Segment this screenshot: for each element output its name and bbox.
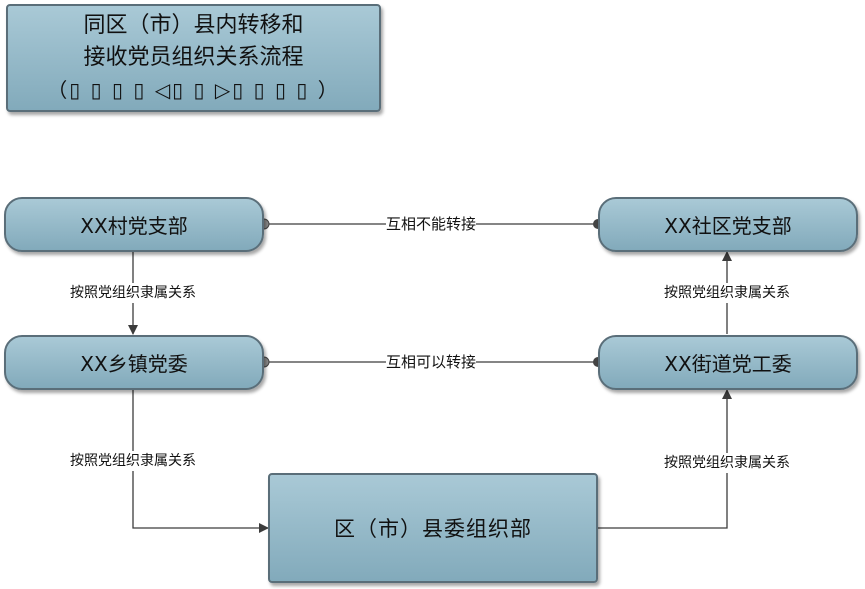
- title-line-1: 同区（市）县内转移和: [83, 13, 304, 38]
- edge-label-township-street: 互相可以转接: [385, 352, 477, 372]
- node-street-committee: XX街道党工委: [598, 335, 858, 390]
- title-line-3: （▯ ▯ ▯ ▯ ◁▯ ▯ ▷▯ ▯ ▯ ▯ ）: [47, 78, 340, 102]
- node-street-committee-label: XX街道党工委: [664, 352, 792, 376]
- node-township-committee: XX乡镇党委: [4, 335, 264, 390]
- edge-label-street-community: 按照党组织隶属关系: [664, 283, 790, 303]
- node-district-org-dept: 区（市）县委组织部: [268, 473, 598, 583]
- title-box: 同区（市）县内转移和 接收党员组织关系流程 （▯ ▯ ▯ ▯ ◁▯ ▯ ▷▯ ▯…: [6, 4, 381, 112]
- arrow-township-to-district: [132, 390, 269, 533]
- node-community-branch-label: XX社区党支部: [664, 214, 792, 238]
- node-village-branch-label: XX村党支部: [80, 214, 188, 238]
- edge-label-district-street: 按照党组织隶属关系: [664, 453, 790, 473]
- edge-label-village-community: 互相不能转接: [385, 214, 477, 234]
- node-village-branch: XX村党支部: [4, 197, 264, 252]
- node-district-org-dept-label: 区（市）县委组织部: [334, 517, 532, 541]
- arrow-district-to-street: [598, 389, 732, 529]
- node-community-branch: XX社区党支部: [598, 197, 858, 252]
- node-township-committee-label: XX乡镇党委: [80, 352, 188, 376]
- edge-label-township-district: 按照党组织隶属关系: [70, 451, 196, 471]
- title-line-2: 接收党员组织关系流程: [83, 45, 304, 70]
- edge-label-village-township: 按照党组织隶属关系: [70, 283, 196, 303]
